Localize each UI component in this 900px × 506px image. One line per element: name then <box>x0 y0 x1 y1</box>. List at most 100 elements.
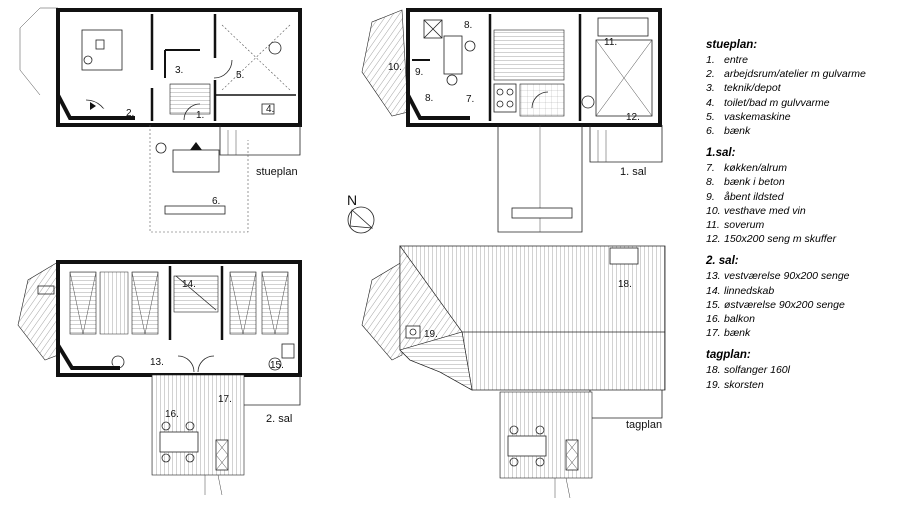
room-label: 3. <box>175 65 183 76</box>
legend-item-text: vestværelse 90x200 senge <box>724 270 850 283</box>
legend-item: 5. vaskemaskine <box>706 110 896 124</box>
legend-item-text: skorsten <box>724 378 764 391</box>
legend-item: 2. arbejdsrum/atelier m gulvarme <box>706 67 896 81</box>
legend-item: 12.150x200 seng m skuffer <box>706 232 896 246</box>
legend-group: stueplan: 1. entre 2. arbejdsrum/atelier m g… <box>706 38 896 138</box>
legend-item-text: køkken/alrum <box>724 162 788 175</box>
legend-item: 9. åbent ildsted <box>706 190 896 204</box>
legend-item-number: 14. <box>706 284 721 297</box>
legend-group: 1.sal: 7. køkken/alrum 8. bænk i beton 9. åben… <box>706 146 896 246</box>
room-label: 10. <box>388 62 402 73</box>
legend-item-number: 13. <box>706 270 721 283</box>
entrance-arrow-icon <box>190 142 202 150</box>
room-label: 8. <box>464 20 472 31</box>
legend-group-title: 1.sal: <box>706 147 736 160</box>
room-label: 13. <box>150 357 164 368</box>
legend-item: 13.vestværelse 90x200 senge <box>706 269 896 283</box>
legend-item-number: 12. <box>706 233 721 246</box>
plan-label-second: 2. sal <box>266 413 292 425</box>
legend-item-text: linnedskab <box>724 284 775 297</box>
legend-item-number: 9. <box>706 190 715 203</box>
legend-item-text: balkon <box>724 313 755 326</box>
legend-item-text: vaskemaskine <box>724 110 791 123</box>
legend-item-text: vesthave med vin <box>724 204 806 217</box>
legend-item-text: entre <box>724 54 748 66</box>
legend-item-text: soverum <box>724 219 765 232</box>
legend-item-text: arbejdsrum/atelier m gulvarme <box>724 68 866 81</box>
north-label: N <box>347 192 357 208</box>
legend-item-number: 15. <box>706 298 721 311</box>
legend-item-number: 18. <box>706 364 721 377</box>
room-label: 2. <box>126 108 134 119</box>
plan-label-ground: stueplan <box>256 166 298 178</box>
legend-item: 18.solfanger 160l <box>706 363 896 377</box>
plan-roof: 18. 19. tagplan <box>361 245 666 499</box>
legend-item-number: 6. <box>706 125 715 138</box>
legend-item-text: solfanger 160l <box>724 364 790 377</box>
legend-item: 4. toilet/bad m gulvvarme <box>706 96 896 110</box>
legend-item: 6. bænk <box>706 124 896 138</box>
legend-item-text: bænk i beton <box>724 176 785 189</box>
legend-item: 19.skorsten <box>706 378 896 392</box>
room-label: 8. <box>425 93 433 104</box>
legend-item-number: 16. <box>706 313 721 326</box>
legend-item-text: østværelse 90x200 senge <box>724 298 845 311</box>
legend-item-number: 11. <box>706 219 720 232</box>
legend-item-number: 10. <box>706 204 721 217</box>
legend-item-number: 17. <box>706 327 721 340</box>
plan-label-first: 1. sal <box>620 166 646 178</box>
legend-item-text: bænk <box>724 125 751 138</box>
room-label: 15. <box>270 360 284 371</box>
plan-second: 13. 14. 15. 16. 17. 2. sal <box>17 260 302 496</box>
legend-item-text: 150x200 seng m skuffer <box>724 233 837 246</box>
legend-item-text: teknik/depot <box>724 82 781 95</box>
legend-item-number: 5. <box>706 110 715 123</box>
legend-item-number: 4. <box>706 96 715 109</box>
legend-item-number: 8. <box>706 176 715 189</box>
legend-item: 15.østværelse 90x200 senge <box>706 298 896 312</box>
legend-item-text: toilet/bad m gulvvarme <box>724 96 830 109</box>
legend: stueplan: 1. entre 2. arbejdsrum/atelier m g… <box>706 38 896 400</box>
legend-item-number: 1. <box>706 54 715 66</box>
legend-list: 7. køkken/alrum 8. bænk i beton 9. åbent ilds… <box>706 161 896 246</box>
floor-plans-drawing: 1. 2. 3. 4. 5. 6. stueplan <box>17 7 666 499</box>
legend-item: 11. soverum <box>706 218 896 232</box>
legend-item-text: bænk <box>724 327 751 340</box>
legend-item: 10.vesthave med vin <box>706 204 896 218</box>
legend-item: 14.linnedskab <box>706 284 896 298</box>
room-label: 9. <box>415 67 423 78</box>
room-label: 19. <box>424 329 438 340</box>
room-label: 18. <box>618 279 632 290</box>
room-label: 16. <box>165 409 179 420</box>
legend-item: 7. køkken/alrum <box>706 161 896 175</box>
legend-group-title: 2. sal: <box>706 255 739 268</box>
room-label: 5. <box>236 70 244 81</box>
plan-first: 7. 8. 8. 9. 10. 11. 12. 1. sal <box>361 8 663 233</box>
room-label: 14. <box>182 279 196 290</box>
room-label: 17. <box>218 394 232 405</box>
legend-item-number: 7. <box>706 162 715 175</box>
legend-item: 8. bænk i beton <box>706 175 896 189</box>
legend-item-number: 19. <box>706 378 721 391</box>
plan-ground: 1. 2. 3. 4. 5. 6. stueplan <box>19 7 302 233</box>
legend-item-number: 3. <box>706 82 715 95</box>
legend-item: 3. teknik/depot <box>706 81 896 95</box>
legend-item-text: åbent ildsted <box>724 190 784 203</box>
north-arrow: N <box>347 192 375 234</box>
legend-item: 16.balkon <box>706 312 896 326</box>
legend-item: 1. entre <box>706 53 896 67</box>
room-label: 4. <box>266 104 274 115</box>
legend-item: 17.bænk <box>706 326 896 340</box>
legend-group-title: stueplan: <box>706 39 758 51</box>
room-label: 7. <box>466 94 474 105</box>
legend-group-title: tagplan: <box>706 349 751 362</box>
room-label: 1. <box>196 110 204 121</box>
legend-item-number: 2. <box>706 68 715 81</box>
room-label: 12. <box>626 112 640 123</box>
plan-label-roof: tagplan <box>626 419 662 431</box>
